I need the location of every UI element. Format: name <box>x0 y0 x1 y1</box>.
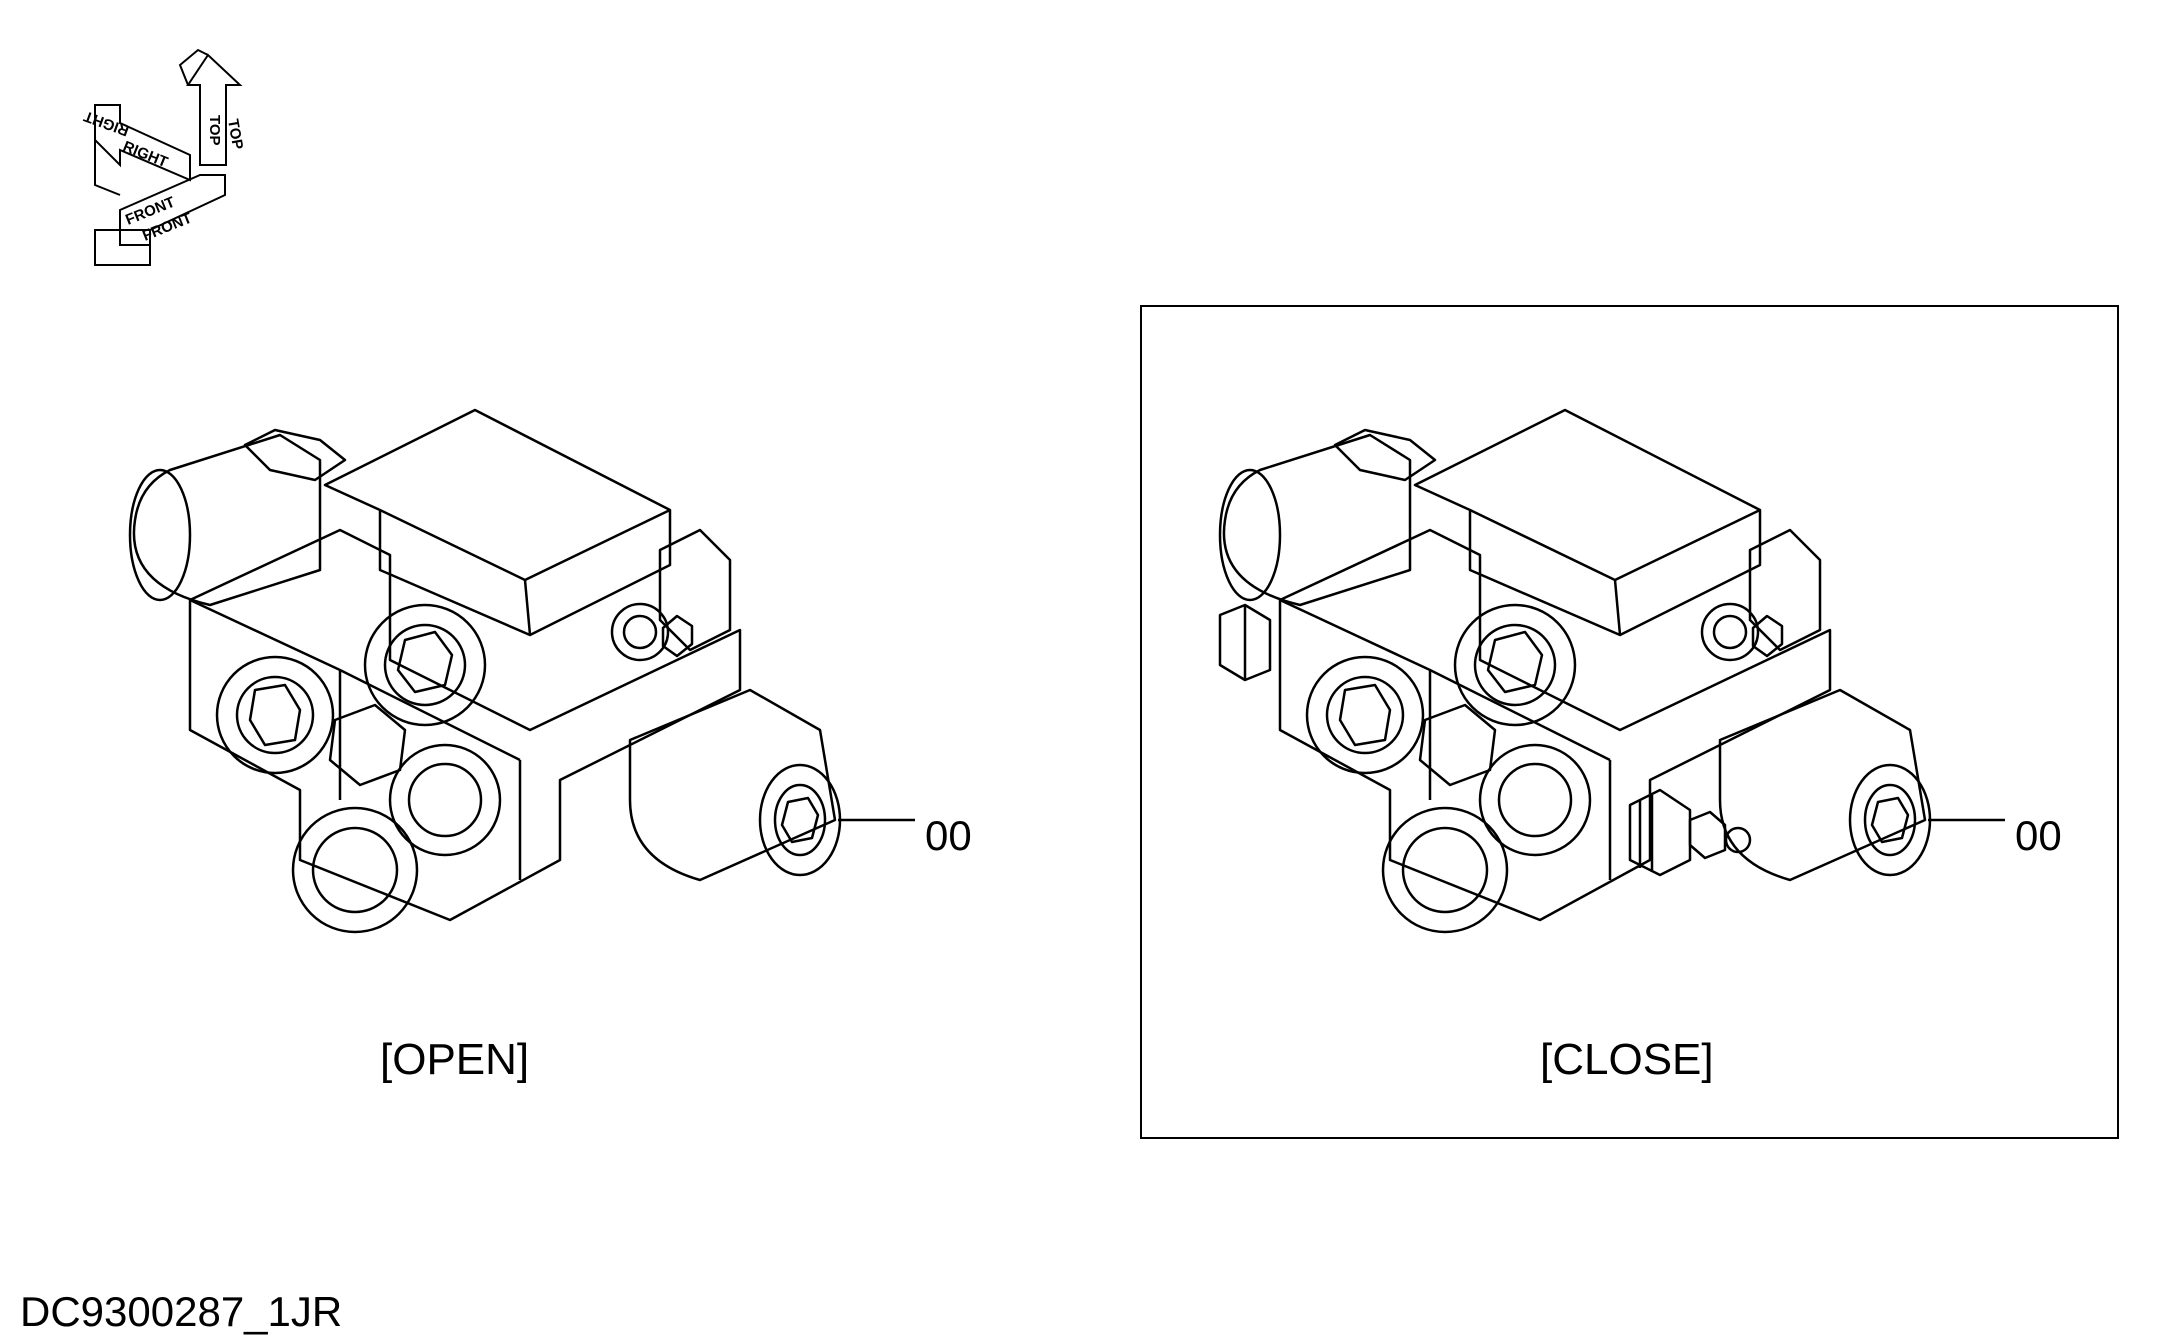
close-view-callout-number: 00 <box>2015 812 2062 859</box>
close-view-frame <box>1140 305 2119 1139</box>
orientation-top-label-mirror: TOP <box>224 118 246 151</box>
valve-close-drawing <box>1218 408 2005 934</box>
valve-open-drawing <box>128 408 915 934</box>
document-id: DC9300287_1JR <box>20 1288 343 1335</box>
orientation-right-label-mirror: RIGHT <box>82 107 132 139</box>
orientation-indicator: TOP TOP RIGHT RIGHT FRONT FRONT <box>82 48 246 266</box>
open-view-callout-number: 00 <box>925 812 972 859</box>
orientation-top-label: TOP <box>206 115 223 146</box>
open-view-caption: [OPEN] <box>380 1035 530 1084</box>
close-view-caption: [CLOSE] <box>1540 1035 1714 1084</box>
